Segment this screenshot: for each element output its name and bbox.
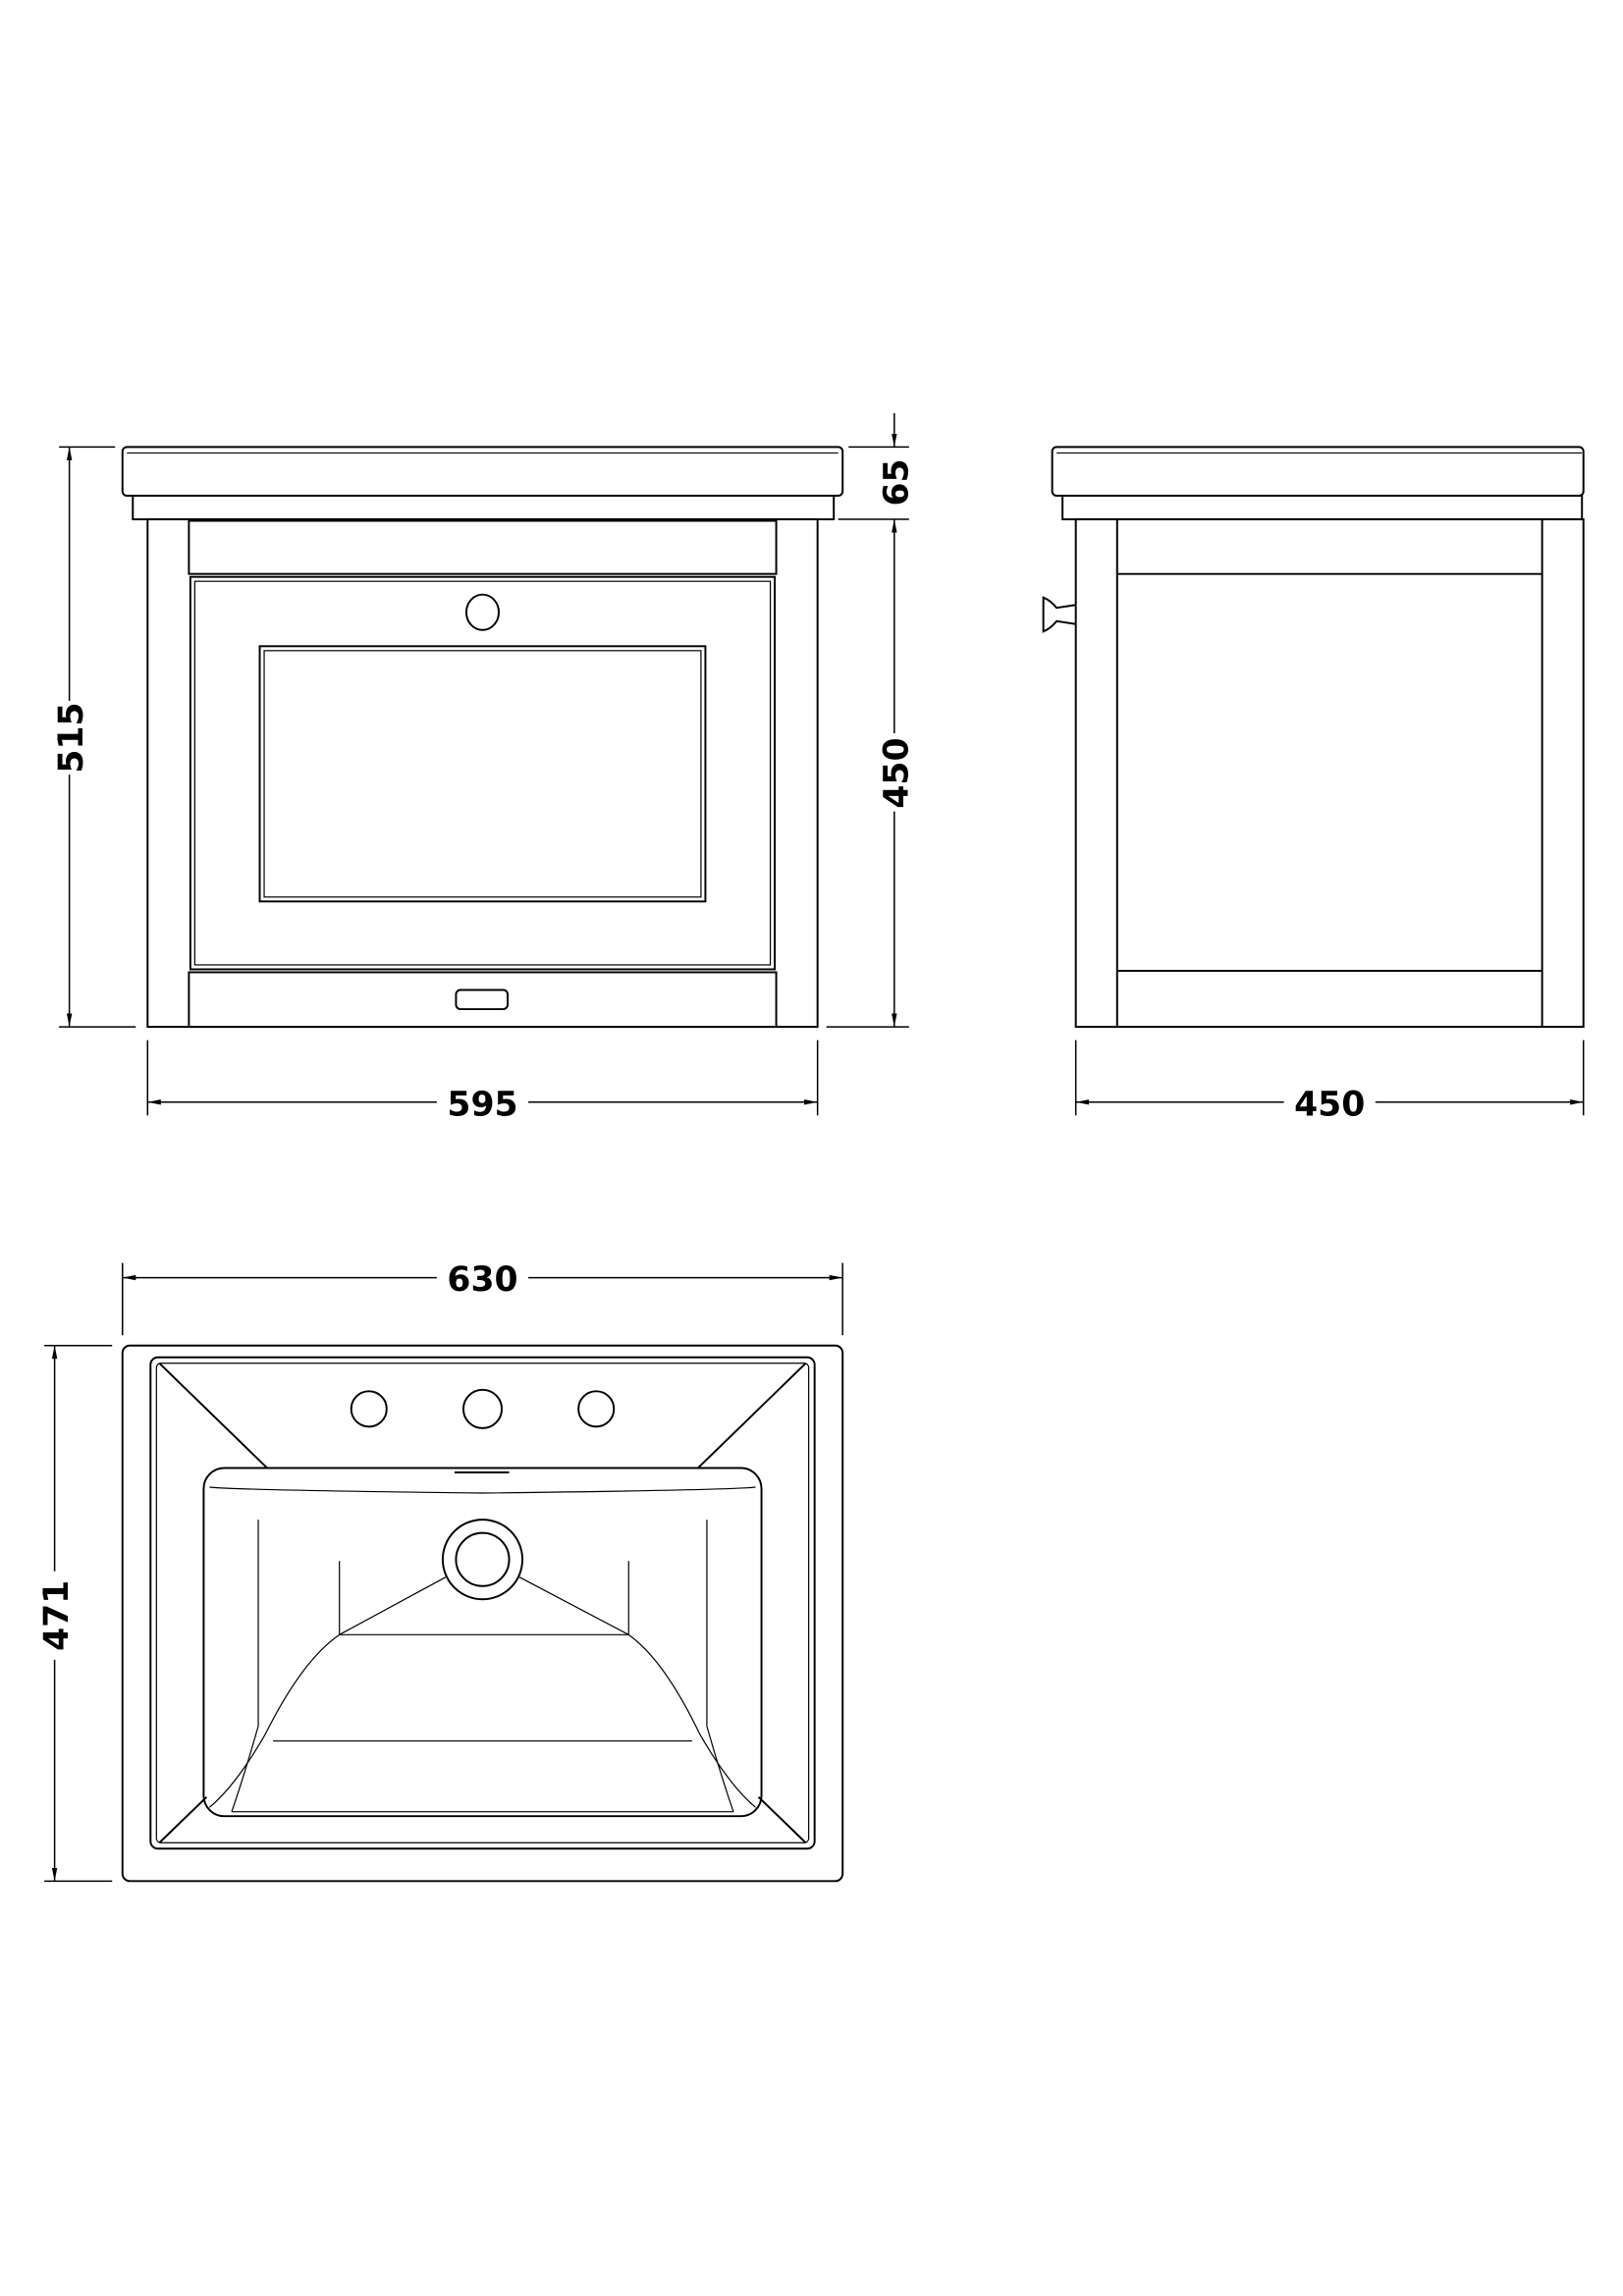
side-cabinet bbox=[1074, 518, 1585, 1029]
bowl bbox=[202, 1467, 763, 1818]
basin-top bbox=[121, 446, 844, 497]
tap-hole-left bbox=[350, 1390, 388, 1428]
dim-basin-width: 630 bbox=[447, 1260, 517, 1300]
door bbox=[189, 575, 777, 971]
dim-cabinet-height: 450 bbox=[877, 738, 916, 809]
basin-outline bbox=[121, 1344, 844, 1883]
tap-hole-center bbox=[461, 1388, 503, 1429]
door-panel bbox=[258, 645, 707, 903]
dim-cabinet-width: 595 bbox=[447, 1085, 517, 1124]
bottom-drawer bbox=[188, 971, 778, 1029]
top-rail bbox=[188, 519, 778, 575]
side-knob bbox=[1042, 596, 1076, 633]
basin-rim bbox=[149, 1356, 816, 1850]
drawer-handle bbox=[455, 988, 510, 1011]
tap-hole-right bbox=[577, 1390, 616, 1428]
dim-basin-depth: 471 bbox=[37, 1580, 77, 1651]
top-view: 630 471 bbox=[37, 1260, 844, 1883]
side-view: 450 bbox=[1042, 446, 1585, 1124]
waste-outlet-outer bbox=[441, 1519, 524, 1601]
basin-lip bbox=[132, 495, 836, 521]
dim-depth: 450 bbox=[1294, 1085, 1365, 1124]
front-view: 515 65 450 595 bbox=[52, 412, 916, 1124]
dim-overall-height: 515 bbox=[52, 702, 91, 773]
dim-basin-height: 65 bbox=[877, 458, 916, 506]
side-basin-top bbox=[1051, 446, 1585, 497]
waste-outlet-inner bbox=[455, 1531, 511, 1587]
door-knob bbox=[464, 593, 500, 631]
